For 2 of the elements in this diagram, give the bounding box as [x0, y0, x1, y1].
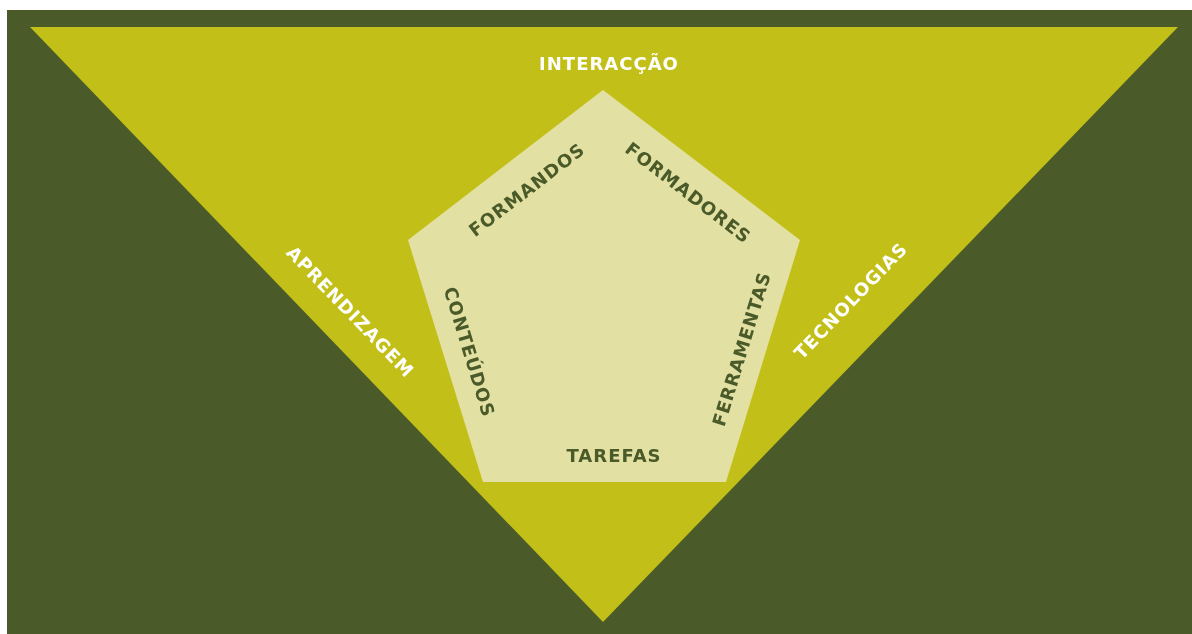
label-text: INTERACÇÃO	[539, 55, 679, 73]
label-text: TAREFAS	[566, 447, 662, 465]
